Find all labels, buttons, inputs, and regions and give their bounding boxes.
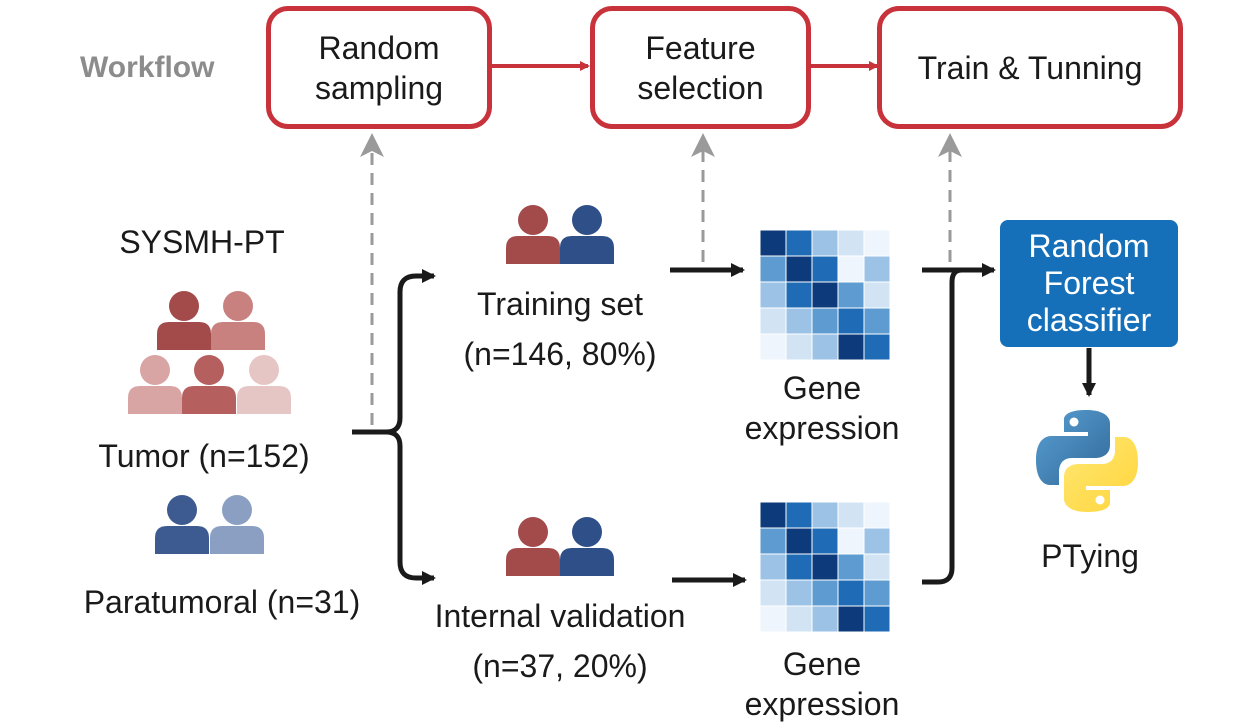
heatmap-cell (785, 307, 813, 335)
tumor-person-icon (128, 355, 182, 414)
validation-detail: (n=37, 20%) (472, 648, 648, 684)
heatmap-cell (863, 553, 891, 581)
heatmap-cell (811, 229, 839, 257)
step-train-tuning-label: Train & Tunning (917, 49, 1143, 86)
heatmap-cell (759, 501, 787, 529)
gene-expression-label-validation: Gene expression (744, 646, 900, 722)
tumor-label: Tumor (n=152) (98, 438, 310, 474)
split-brace (352, 273, 434, 435)
heatmap-cell (863, 307, 891, 335)
heatmap-cell (785, 553, 813, 581)
heatmap-cell (837, 579, 865, 607)
heatmap-cell (837, 605, 865, 633)
heatmap-cell (811, 501, 839, 529)
heatmap-cell (785, 281, 813, 309)
paratumoral-person-icon (155, 495, 209, 554)
heatmap-cell (837, 281, 865, 309)
heatmap-cell (785, 255, 813, 283)
heatmap-cell (863, 229, 891, 257)
step-feature-selection: Feature selection (590, 6, 811, 129)
validation-label: Internal validation (434, 598, 686, 634)
heatmap-cell (811, 307, 839, 335)
step-feature-selection-label: Feature selection (637, 29, 764, 106)
heatmap-cell (759, 281, 787, 309)
people-icons (128, 205, 614, 576)
heatmap-cell (785, 605, 813, 633)
gene-expression-heatmap-validation (759, 501, 891, 633)
tumor-person-icon (237, 355, 291, 414)
heatmap-cell (811, 255, 839, 283)
step-train-tuning: Train & Tunning (877, 6, 1183, 129)
heatmap-cell (759, 255, 787, 283)
heatmap-cell (759, 553, 787, 581)
gene-expression-label-training: Gene expression (744, 370, 900, 446)
heatmap-cell (863, 501, 891, 529)
heatmap-cell (837, 553, 865, 581)
validation-normal-person-icon (560, 517, 614, 576)
heatmap-cell (863, 605, 891, 633)
heatmap-cell (785, 333, 813, 361)
heatmap-cell (785, 501, 813, 529)
heatmap-cell (811, 579, 839, 607)
heatmap-cell (811, 605, 839, 633)
heatmap-cell (785, 527, 813, 555)
heatmap-cell (837, 229, 865, 257)
heatmap-cell (785, 229, 813, 257)
heatmap-cell (863, 255, 891, 283)
heatmap-cell (811, 281, 839, 309)
cohort-name: SYSMH-PT (119, 224, 285, 260)
random-forest-classifier-label: Random Forest classifier (1026, 228, 1152, 338)
heatmap-cell (811, 333, 839, 361)
step-random-sampling: Random sampling (266, 6, 492, 129)
paratumoral-person-icon (210, 495, 264, 554)
heatmap-cell (811, 527, 839, 555)
heatmap-cell (759, 307, 787, 335)
heatmap-cell (759, 605, 787, 633)
training-tumor-person-icon (506, 205, 560, 264)
random-forest-classifier: Random Forest classifier (1000, 220, 1178, 347)
validation-tumor-person-icon (506, 517, 560, 576)
heatmap-cell (759, 579, 787, 607)
heatmap-cell (837, 333, 865, 361)
heatmap-cell (863, 527, 891, 555)
tumor-person-icon (157, 291, 211, 350)
heatmap-cell (837, 501, 865, 529)
heatmap-cell (863, 579, 891, 607)
heatmap-cell (759, 527, 787, 555)
heatmap-cell (759, 333, 787, 361)
heatmap-cell (837, 255, 865, 283)
heatmap-cell (785, 579, 813, 607)
heatmap-cell (863, 281, 891, 309)
heatmap-cell (837, 527, 865, 555)
heatmap-cell (759, 229, 787, 257)
heatmap-cell (863, 333, 891, 361)
python-logo (1036, 410, 1138, 512)
tumor-person-icon (182, 355, 236, 414)
training-set-label: Training set (477, 286, 643, 322)
heatmap-cell (811, 553, 839, 581)
package-name: PTying (1041, 538, 1139, 574)
merge-connector (922, 267, 963, 585)
training-normal-person-icon (560, 205, 614, 264)
training-set-detail: (n=146, 80%) (463, 336, 657, 372)
split-brace-lower (385, 429, 436, 585)
paratumoral-label: Paratumoral (n=31) (83, 584, 361, 620)
gene-expression-heatmap-training (759, 229, 891, 361)
workflow-label: Workflow (80, 51, 215, 84)
heatmap-cell (837, 307, 865, 335)
step-random-sampling-label: Random sampling (314, 29, 444, 106)
tumor-person-icon (211, 291, 265, 350)
